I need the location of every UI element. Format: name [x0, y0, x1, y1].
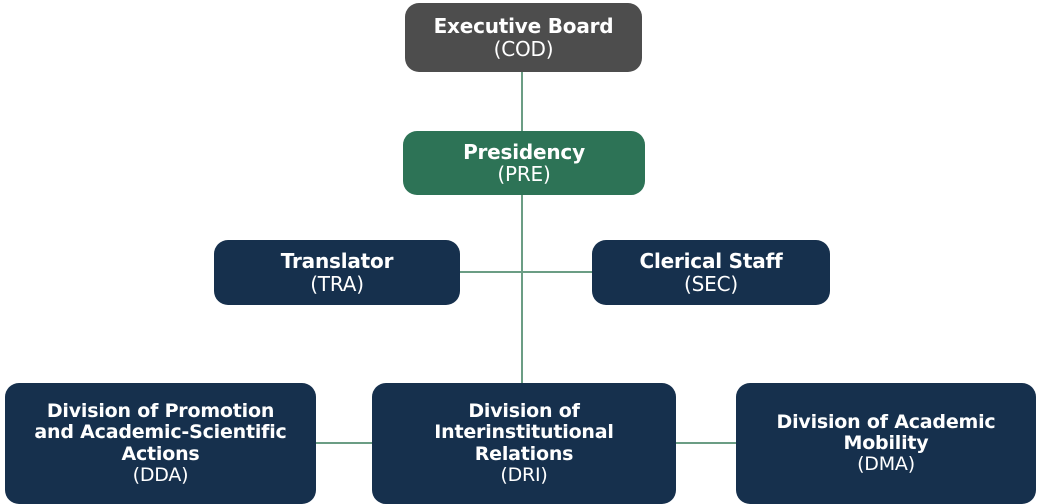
connector-trunk-to-clerical-staff [522, 271, 592, 273]
node-division-of-promotion-acronym: (DDA) [132, 463, 189, 486]
node-division-of-interinstitutional-relations-acronym: (DRI) [500, 463, 548, 486]
node-translator-acronym: (TRA) [310, 271, 364, 296]
connector-interinstitutional-to-promotion [316, 442, 372, 444]
node-division-of-promotion[interactable]: Division of Promotion and Academic-Scien… [5, 383, 316, 504]
node-division-of-interinstitutional-relations[interactable]: Division of Interinstitutional Relations… [372, 383, 676, 504]
node-clerical-staff-acronym: (SEC) [684, 271, 738, 296]
node-executive-board-acronym: (COD) [493, 36, 554, 61]
node-clerical-staff-title: Clerical Staff [639, 249, 783, 274]
connector-presidency-vertical-trunk [521, 195, 523, 383]
node-presidency-title: Presidency [463, 139, 585, 164]
node-division-of-academic-mobility-title: Division of Academic Mobility [776, 410, 996, 454]
node-translator[interactable]: Translator (TRA) [214, 240, 460, 305]
node-translator-title: Translator [280, 249, 394, 274]
node-executive-board-title: Executive Board [433, 14, 614, 39]
node-division-of-academic-mobility[interactable]: Division of Academic Mobility (DMA) [736, 383, 1036, 504]
connector-interinstitutional-to-academic-mobility [676, 442, 736, 444]
node-division-of-promotion-title: Division of Promotion and Academic-Scien… [34, 399, 287, 465]
node-executive-board[interactable]: Executive Board (COD) [405, 3, 642, 72]
node-division-of-academic-mobility-acronym: (DMA) [857, 453, 915, 476]
node-presidency-acronym: (PRE) [497, 162, 551, 186]
node-presidency[interactable]: Presidency (PRE) [403, 131, 645, 195]
connector-executive-board-to-presidency [521, 72, 523, 131]
node-division-of-interinstitutional-relations-title: Division of Interinstitutional Relations [434, 399, 614, 465]
node-clerical-staff[interactable]: Clerical Staff (SEC) [592, 240, 830, 305]
connector-trunk-to-translator [460, 271, 522, 273]
